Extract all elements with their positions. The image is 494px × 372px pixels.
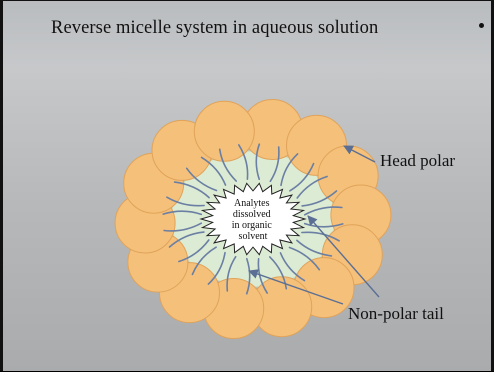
reverse-micelle-diagram: Analytes dissolved in organic solvent He…	[3, 1, 494, 372]
core-label-line-3: in organic	[232, 220, 273, 231]
core-label-line-1: Analytes	[234, 198, 270, 209]
core-label-line-4: solvent	[239, 231, 268, 242]
core-label-line-2: dissolved	[233, 209, 271, 220]
non-polar-tail-label: Non-polar tail	[348, 304, 444, 323]
head-polar-label: Head polar	[380, 151, 455, 170]
polar-head	[194, 101, 254, 161]
